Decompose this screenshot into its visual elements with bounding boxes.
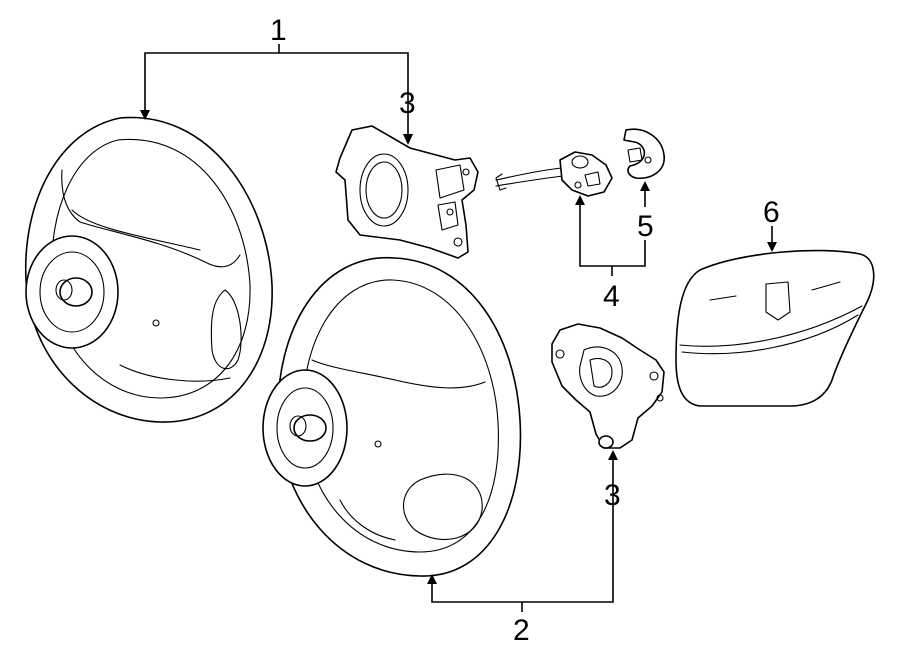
arrow-6 — [767, 242, 777, 252]
callout-1: 1 — [270, 14, 287, 47]
callout-4: 4 — [603, 280, 620, 313]
switch-bracket-lower[interactable] — [551, 323, 665, 449]
switch-bracket-upper[interactable] — [335, 125, 479, 259]
callout-leaders — [140, 44, 777, 612]
arrow-5 — [640, 181, 650, 191]
arrow-1 — [140, 110, 150, 120]
callout-3-bottom: 3 — [604, 479, 621, 512]
switch-cover[interactable] — [623, 128, 665, 180]
callout-5: 5 — [637, 210, 654, 243]
switch-assembly[interactable] — [495, 151, 613, 197]
arrow-2 — [427, 574, 437, 584]
arrow-4 — [575, 195, 585, 205]
steering-wheel-upper[interactable] — [24, 116, 273, 423]
air-bag-module[interactable] — [675, 249, 875, 407]
callout-2: 2 — [513, 614, 530, 647]
callout-3-top: 3 — [399, 87, 416, 120]
steering-wheel-lower[interactable] — [262, 257, 522, 577]
arrow-3-bottom — [608, 450, 618, 460]
callout-6: 6 — [763, 196, 780, 229]
arrow-3-top — [403, 134, 413, 145]
